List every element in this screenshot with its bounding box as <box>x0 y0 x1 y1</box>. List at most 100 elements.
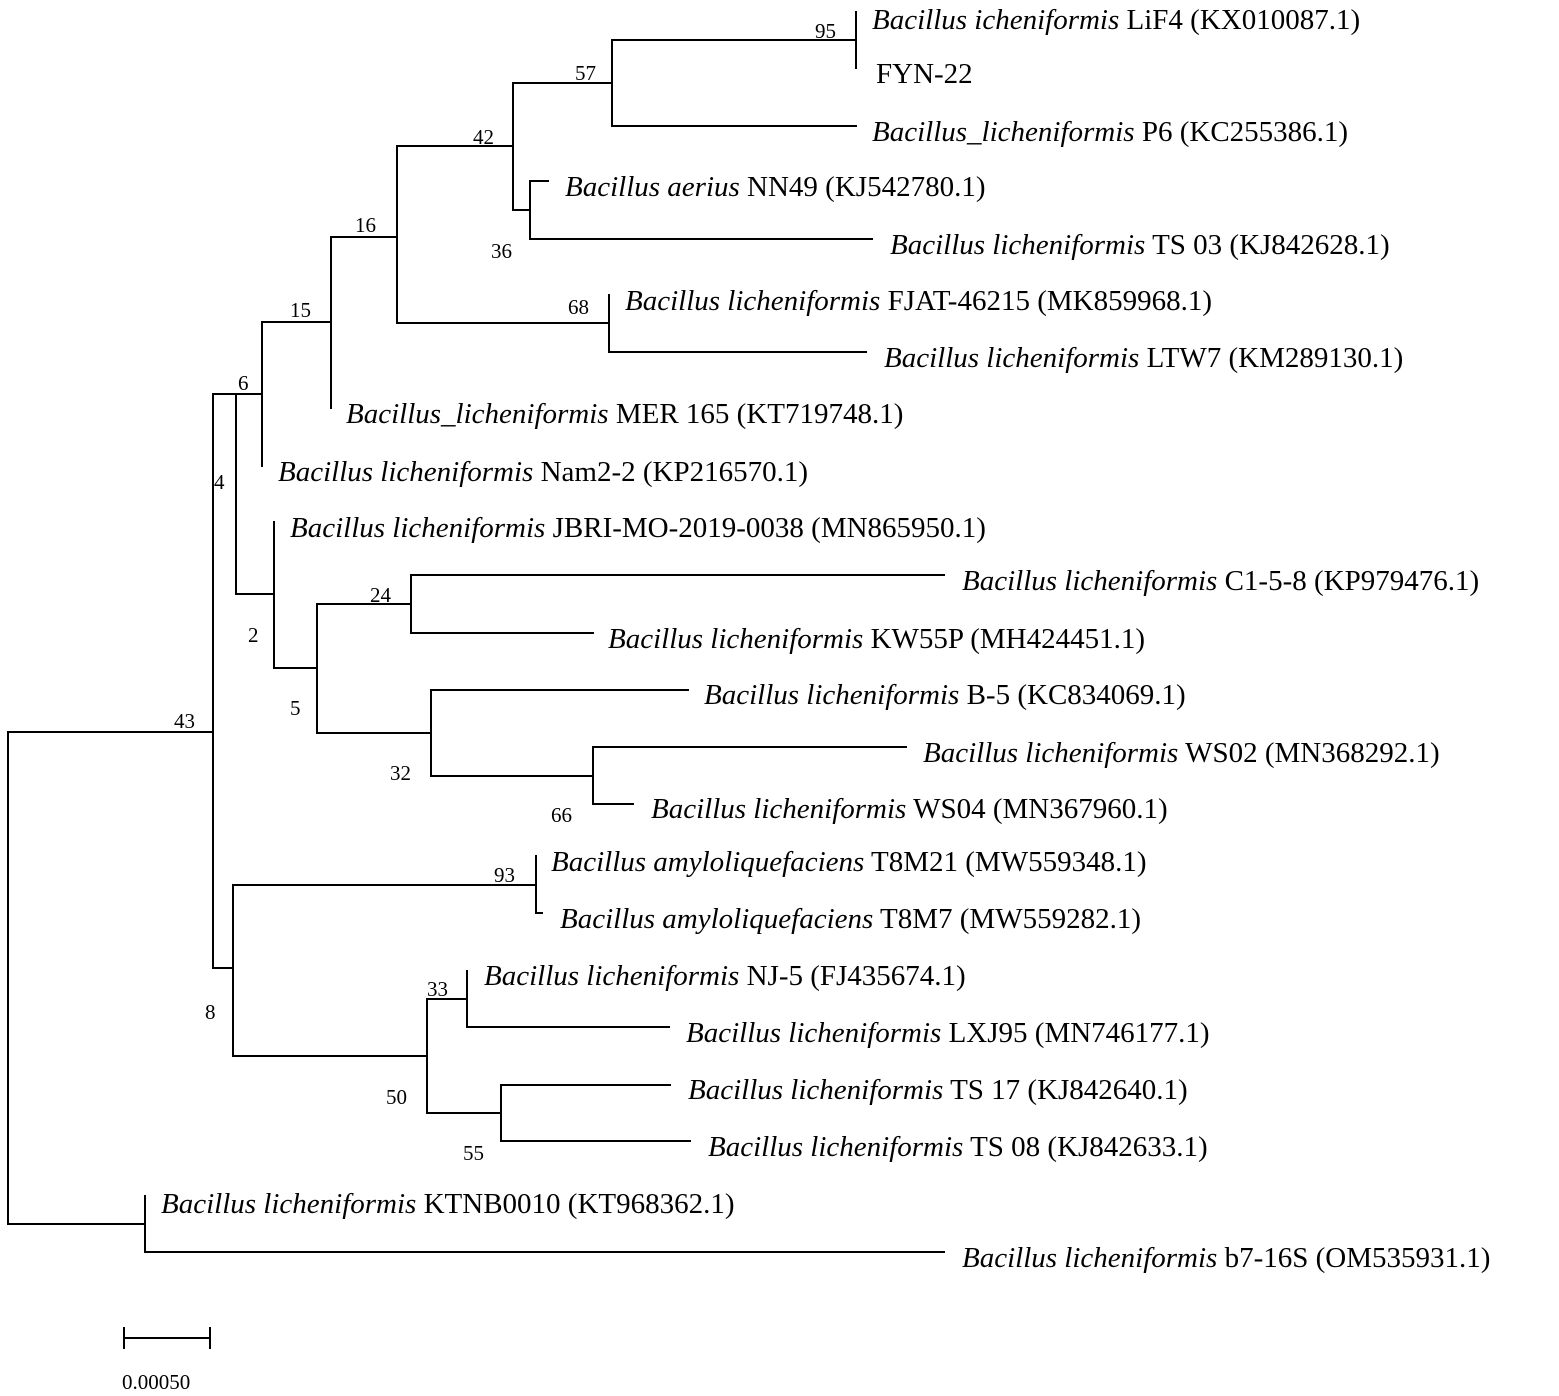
scale-bar <box>123 1327 211 1349</box>
bootstrap-value: 8 <box>205 1000 216 1024</box>
strain-accession: FYN-22 <box>876 58 973 90</box>
bootstrap-value: 93 <box>494 863 515 887</box>
strain-accession: LTW7 (KM289130.1) <box>1139 342 1403 374</box>
strain-accession: C1-5-8 (KP979476.1) <box>1217 565 1479 597</box>
bootstrap-value: 24 <box>370 583 392 607</box>
strain-accession: P6 (KC255386.1) <box>1135 116 1348 148</box>
species-name: Bacillus_licheniformis <box>346 398 609 430</box>
bootstrap-value: 57 <box>575 61 596 85</box>
species-name: Bacillus aerius <box>565 171 740 203</box>
branch-node-55 <box>500 1084 691 1142</box>
strain-accession: B-5 (KC834069.1) <box>959 679 1185 711</box>
species-name: Bacillus amyloliquefaciens <box>560 903 873 935</box>
species-name: Bacillus licheniformis <box>688 1074 943 1106</box>
bootstrap-value: 33 <box>427 977 448 1001</box>
strain-accession: LXJ95 (MN746177.1) <box>941 1017 1209 1049</box>
leaf-label: Bacillus licheniformis B-5 (KC834069.1) <box>704 679 1186 711</box>
leaf-label: FYN-22 <box>876 58 973 90</box>
branch-node-68 <box>608 294 867 353</box>
branch-node-93 <box>535 855 543 914</box>
bootstrap-value: 42 <box>473 125 494 149</box>
branch-node-4 <box>235 393 275 595</box>
species-name: Bacillus icheniformis <box>872 4 1119 36</box>
leaf-label: Bacillus licheniformis LXJ95 (MN746177.1… <box>686 1017 1210 1049</box>
strain-accession: TS 17 (KJ842640.1) <box>943 1074 1187 1106</box>
branch-node-24 <box>410 574 945 634</box>
strain-accession: TS 08 (KJ842633.1) <box>963 1131 1207 1163</box>
species-name: Bacillus licheniformis <box>686 1017 941 1049</box>
bootstrap-values: 95 57 42 36 16 68 15 6 4 2 24 5 32 66 93… <box>174 19 836 1165</box>
strain-accession: T8M7 (MW559282.1) <box>873 903 1141 935</box>
bootstrap-value: 68 <box>568 295 589 319</box>
bootstrap-value: 5 <box>290 696 301 720</box>
leaf-label: Bacillus_licheniformis P6 (KC255386.1) <box>872 116 1348 148</box>
branch-node-8 <box>232 884 537 1057</box>
bootstrap-value: 43 <box>174 709 195 733</box>
leaf-label: Bacillus aerius NN49 (KJ542780.1) <box>565 171 985 203</box>
leaf-label: Bacillus licheniformis FJAT-46215 (MK859… <box>625 285 1212 317</box>
species-name: Bacillus amyloliquefaciens <box>551 846 864 878</box>
leaf-label: Bacillus licheniformis Nam2-2 (KP216570.… <box>278 456 808 488</box>
species-name: Bacillus licheniformis <box>290 512 545 544</box>
leaf-label: Bacillus licheniformis LTW7 (KM289130.1) <box>884 342 1403 374</box>
branch-node-5 <box>316 603 432 734</box>
species-name: Bacillus licheniformis <box>651 793 906 825</box>
strain-accession: JBRI-MO-2019-0038 (MN865950.1) <box>545 512 986 544</box>
bootstrap-value: 95 <box>815 19 836 43</box>
species-name: Bacillus_licheniformis <box>872 116 1135 148</box>
leaf-label: Bacillus licheniformis b7-16S (OM535931.… <box>962 1242 1490 1274</box>
branch-node-43 <box>212 393 237 969</box>
branch-node-16 <box>396 145 610 324</box>
strain-accession: LiF4 (KX010087.1) <box>1119 4 1360 36</box>
leaf-labels: Bacillus icheniformis LiF4 (KX010087.1) … <box>161 4 1490 1274</box>
bootstrap-value: 55 <box>463 1141 484 1165</box>
species-name: Bacillus licheniformis <box>625 285 880 317</box>
strain-accession: KW55P (MH424451.1) <box>863 623 1145 655</box>
branch-node-33 <box>466 970 670 1028</box>
bootstrap-value: 2 <box>248 623 259 647</box>
strain-accession: FJAT-46215 (MK859968.1) <box>880 285 1212 317</box>
leaf-label: Bacillus licheniformis TS 08 (KJ842633.1… <box>708 1131 1208 1163</box>
leaf-label: Bacillus licheniformis WS02 (MN368292.1) <box>923 737 1440 769</box>
strain-accession: WS02 (MN368292.1) <box>1178 737 1439 769</box>
species-name: Bacillus licheniformis <box>708 1131 963 1163</box>
leaf-label: Bacillus_licheniformis MER 165 (KT719748… <box>346 398 903 430</box>
leaf-label: Bacillus licheniformis KTNB0010 (KT96836… <box>161 1188 735 1220</box>
branch-node-50 <box>426 998 502 1114</box>
branch-root <box>7 731 214 1225</box>
species-name: Bacillus licheniformis <box>484 960 739 992</box>
bootstrap-value: 6 <box>238 371 249 395</box>
branch-node-2 <box>273 521 318 669</box>
tree-branches <box>7 11 945 1349</box>
branch-node-32 <box>430 689 689 777</box>
leaf-label: Bacillus icheniformis LiF4 (KX010087.1) <box>872 4 1360 36</box>
strain-accession: KTNB0010 (KT968362.1) <box>416 1188 734 1220</box>
bootstrap-value: 36 <box>491 239 512 263</box>
species-name: Bacillus licheniformis <box>884 342 1139 374</box>
strain-accession: NJ-5 (FJ435674.1) <box>739 960 965 992</box>
leaf-label: Bacillus licheniformis C1-5-8 (KP979476.… <box>962 565 1479 597</box>
leaf-label: Bacillus licheniformis NJ-5 (FJ435674.1) <box>484 960 966 992</box>
branch-node-15 <box>330 236 398 409</box>
leaf-label: Bacillus licheniformis TS 17 (KJ842640.1… <box>688 1074 1188 1106</box>
species-name: Bacillus licheniformis <box>962 565 1217 597</box>
species-name: Bacillus licheniformis <box>278 456 533 488</box>
species-name: Bacillus licheniformis <box>962 1242 1217 1274</box>
branch-node-66 <box>592 746 907 805</box>
species-name: Bacillus licheniformis <box>890 229 1145 261</box>
strain-accession: TS 03 (KJ842628.1) <box>1145 229 1389 261</box>
bootstrap-value: 66 <box>551 803 572 827</box>
strain-accession: b7-16S (OM535931.1) <box>1217 1242 1490 1274</box>
scale-bar-label: 0.00050 <box>122 1370 190 1394</box>
leaf-label: Bacillus licheniformis KW55P (MH424451.1… <box>608 623 1145 655</box>
species-name: Bacillus licheniformis <box>923 737 1178 769</box>
leaf-label: Bacillus amyloliquefaciens T8M21 (MW5593… <box>551 846 1147 878</box>
leaf-label: Bacillus licheniformis WS04 (MN367960.1) <box>651 793 1168 825</box>
leaf-label: Bacillus amyloliquefaciens T8M7 (MW55928… <box>560 903 1141 935</box>
species-name: Bacillus licheniformis <box>161 1188 416 1220</box>
strain-accession: WS04 (MN367960.1) <box>906 793 1167 825</box>
branch-node-outgroup <box>144 1195 945 1253</box>
leaf-label: Bacillus licheniformis JBRI-MO-2019-0038… <box>290 512 986 544</box>
bootstrap-value: 32 <box>390 761 411 785</box>
